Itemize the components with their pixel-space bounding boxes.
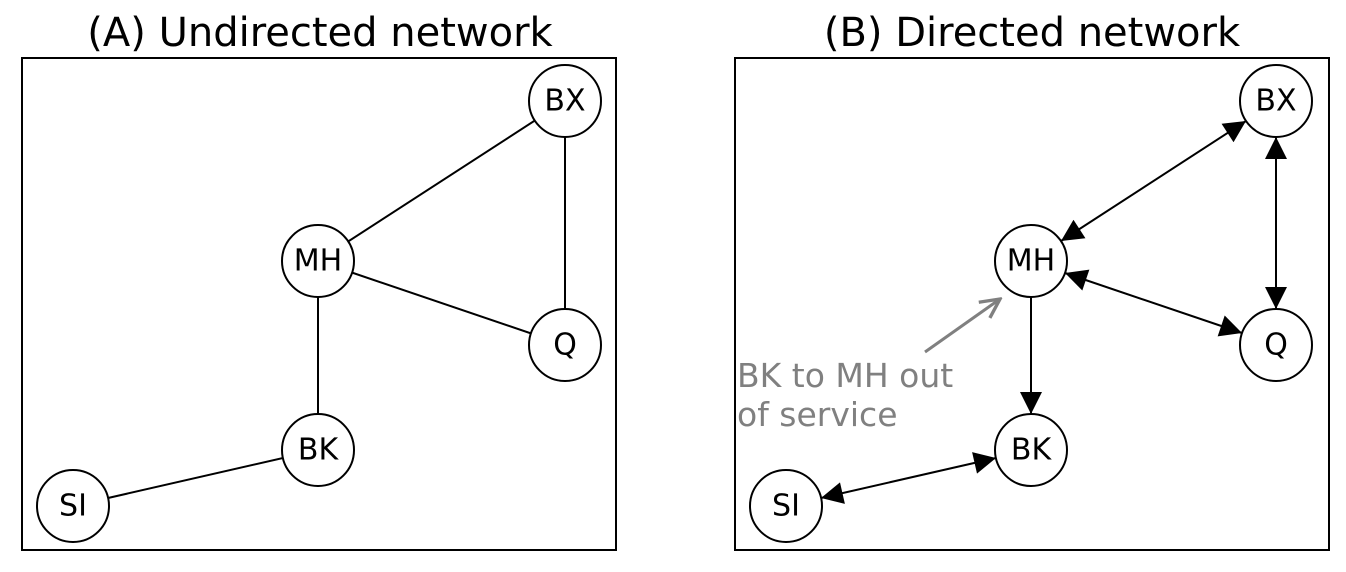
node-mh-circle xyxy=(281,224,355,298)
panel-directed: (B) Directed network BX MH Q xyxy=(734,10,1330,551)
panel-undirected: (A) Undirected network BX MH Q BK SI xyxy=(21,10,617,551)
node-mh-b-circle xyxy=(994,224,1068,298)
node-si-label: SI xyxy=(59,489,87,524)
node-bk-b: BK xyxy=(994,413,1068,487)
node-si-b: SI xyxy=(749,469,823,543)
node-mh: MH xyxy=(281,224,355,298)
node-bk-label: BK xyxy=(298,433,340,468)
node-mh-b-label: MH xyxy=(1007,244,1055,279)
node-bx-b-circle xyxy=(1239,64,1313,138)
node-si-b-circle xyxy=(749,469,823,543)
node-bk-b-label: BK xyxy=(1011,433,1053,468)
node-q-label: Q xyxy=(553,328,577,363)
node-mh-b: MH xyxy=(994,224,1068,298)
node-bk-circle xyxy=(281,413,355,487)
panel-b-edges xyxy=(820,120,1287,504)
panel-a-title: (A) Undirected network xyxy=(87,10,553,56)
node-bx: BX xyxy=(528,64,602,138)
edge-bx-mh xyxy=(317,100,566,262)
node-q-b-label: Q xyxy=(1264,328,1288,363)
node-si-b-label: SI xyxy=(772,489,800,524)
annotation-line-1: BK to MH out xyxy=(737,356,953,395)
node-bk: BK xyxy=(281,413,355,487)
annotation-line-2: of service xyxy=(737,395,898,434)
node-bx-label: BX xyxy=(544,84,585,119)
panel-a-frame xyxy=(21,57,617,551)
edge-bx-mh-bidirectional xyxy=(1060,120,1247,242)
node-bx-circle xyxy=(528,64,602,138)
node-q-circle xyxy=(528,308,602,382)
panel-b-title: (B) Directed network xyxy=(824,10,1241,56)
edge-mh-q-bidirectional xyxy=(1064,269,1243,337)
annotation-arrow xyxy=(924,299,1000,354)
edge-bk-si-bidirectional xyxy=(820,452,997,504)
node-si: SI xyxy=(36,469,110,543)
node-q: Q xyxy=(528,308,602,382)
node-bx-b-label: BX xyxy=(1255,84,1296,119)
node-bk-b-circle xyxy=(994,413,1068,487)
edge-bk-si xyxy=(72,449,319,507)
node-q-b-circle xyxy=(1239,308,1313,382)
node-bx-b: BX xyxy=(1239,64,1313,138)
panel-b-frame xyxy=(734,57,1330,551)
out-of-service-annotation: BK to MH out of service xyxy=(737,299,1000,434)
node-q-b: Q xyxy=(1239,308,1313,382)
node-si-circle xyxy=(36,469,110,543)
node-mh-label: MH xyxy=(294,244,342,279)
edge-mh-q xyxy=(317,260,566,346)
